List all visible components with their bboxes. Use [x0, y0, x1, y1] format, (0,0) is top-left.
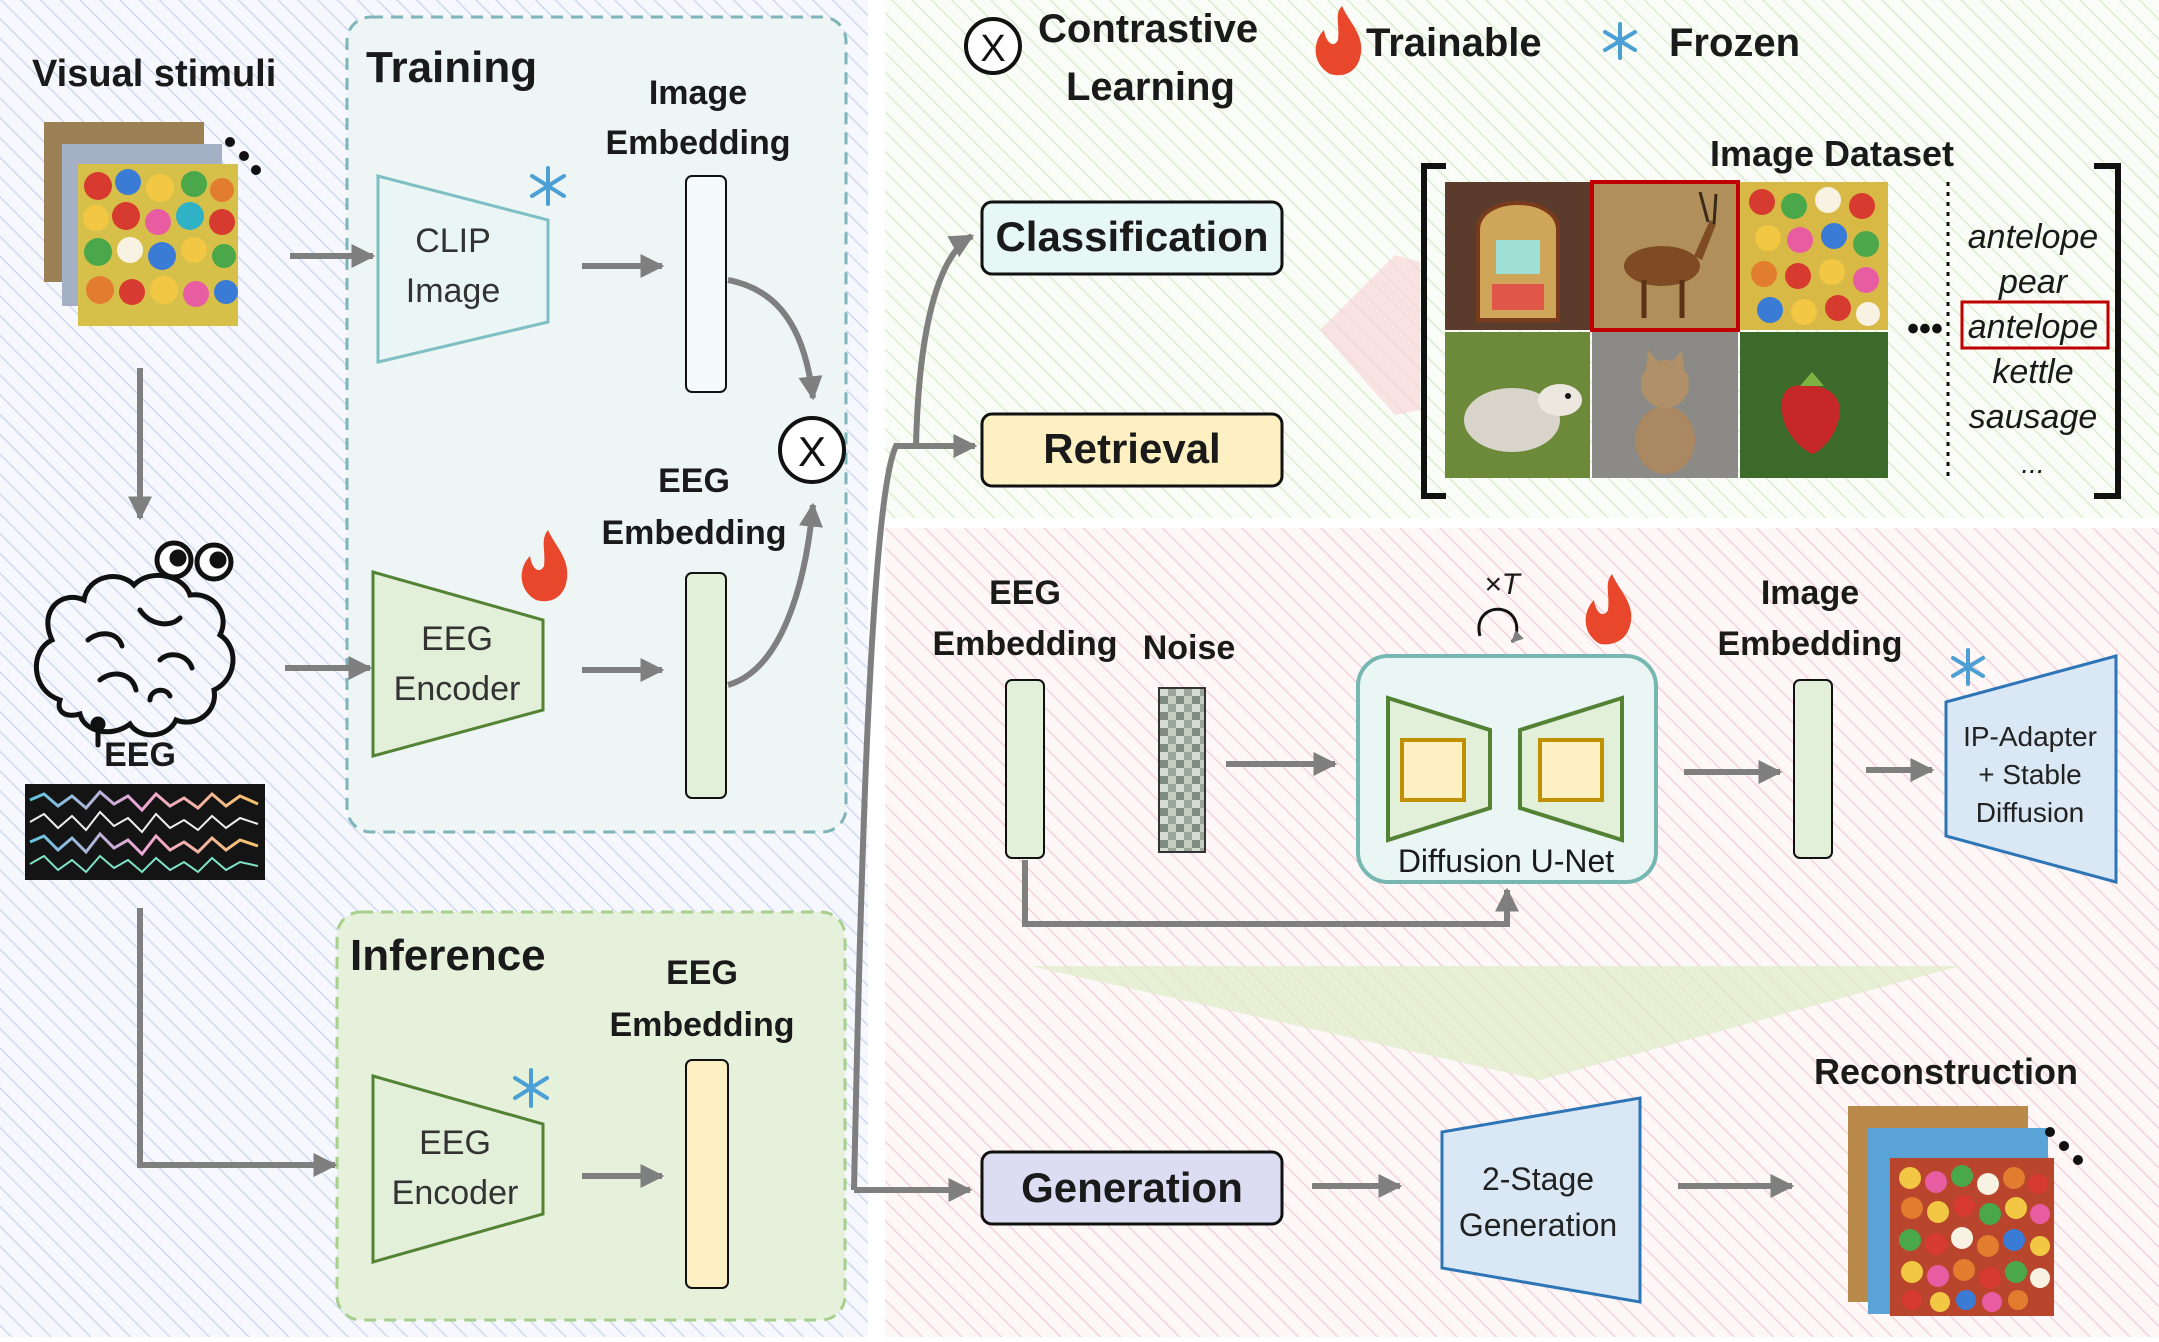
- image-embedding-label-line1: Image: [649, 74, 747, 112]
- dataset-label: ...: [2021, 448, 2044, 479]
- left-arrows: [128, 244, 376, 1177]
- loop-icon: [1477, 607, 1524, 644]
- brain-eyes-icon: [34, 540, 236, 748]
- eeg-encoder-inference-line1: EEG: [419, 1124, 491, 1162]
- two-stage-generation-block: [1440, 1096, 1642, 1304]
- dataset-label-list: antelope pear antelope kettle sausage...: [1960, 218, 2110, 479]
- gen-image-embedding-line2: Embedding: [1717, 625, 1902, 663]
- reconstruction-image-stack: [1848, 1106, 2083, 1316]
- snowflake-icon: [513, 1068, 549, 1108]
- eeg-embedding-training-vector: [685, 572, 727, 799]
- eeg-embedding-inference-label-line1: EEG: [666, 954, 738, 992]
- legend-contrastive-line1: Contrastive: [1038, 7, 1258, 51]
- ip-adapter-stable-diffusion: [1944, 654, 2118, 884]
- two-stage-line1: 2-Stage: [1482, 1161, 1594, 1197]
- ip-adapter-line1: IP-Adapter: [1963, 721, 2097, 752]
- classification-box: [980, 200, 1284, 276]
- fire-icon: [1585, 574, 1632, 645]
- gen-image-embedding-vector: [1793, 679, 1833, 859]
- dataset-label: antelope: [1968, 218, 2098, 256]
- retrieval-beam: [1320, 255, 1420, 415]
- inference-title: Inference: [350, 931, 546, 980]
- noise-vector: [1158, 687, 1206, 853]
- eeg-encoder-training: [371, 570, 545, 758]
- gen-image-embedding-line1: Image: [1761, 574, 1859, 612]
- fire-icon: [521, 530, 568, 602]
- ip-adapter-line2: + Stable: [1978, 759, 2082, 790]
- dataset-label: antelope: [1968, 308, 2098, 346]
- visual-stimuli-label: Visual stimuli: [32, 53, 276, 95]
- snowflake-icon: [1951, 648, 1985, 686]
- eeg-encoder-inference: [371, 1074, 545, 1264]
- contrastive-node-symbol: X: [798, 428, 826, 475]
- dataset-ellipsis: •••: [1907, 310, 1943, 348]
- image-embedding-label-line2: Embedding: [605, 124, 790, 162]
- eeg-encoder-training-line2: Encoder: [394, 670, 521, 708]
- retrieval-label: Retrieval: [1043, 425, 1220, 472]
- noise-label: Noise: [1143, 629, 1236, 667]
- eeg-embedding-training-label-line1: EEG: [658, 462, 730, 500]
- training-title: Training: [366, 43, 537, 92]
- unet-encoder-core: [1400, 738, 1466, 802]
- eeg-label: EEG: [104, 736, 176, 774]
- classification-label: Classification: [995, 213, 1268, 260]
- ip-adapter-line3: Diffusion: [1976, 797, 2084, 828]
- eeg-embedding-inference-vector: [685, 1059, 729, 1289]
- fire-icon: [1315, 6, 1362, 76]
- dataset-label: kettle: [1992, 353, 2073, 391]
- clip-label-line1: CLIP: [415, 222, 491, 260]
- generation-label: Generation: [1021, 1164, 1243, 1211]
- generation-beam: [1030, 966, 1960, 1080]
- dataset-bracket-right: [2094, 163, 2121, 499]
- eeg-embedding-inference-label-line2: Embedding: [609, 1006, 794, 1044]
- clip-image-encoder: [376, 174, 550, 364]
- legend-contrastive-line2: Learning: [1066, 65, 1235, 109]
- legend-contrastive-x: X: [980, 28, 1005, 70]
- eeg-embedding-training-label-line2: Embedding: [601, 514, 786, 552]
- stimuli-image-stack: [44, 122, 261, 326]
- task-arrows: [851, 233, 978, 1202]
- dataset-label: sausage: [1969, 398, 2098, 436]
- generation-box: [980, 1150, 1284, 1226]
- reconstruction-label: Reconstruction: [1814, 1051, 2078, 1092]
- clip-label-line2: Image: [406, 272, 501, 310]
- snowflake-icon: [530, 166, 566, 206]
- two-stage-line2: Generation: [1459, 1207, 1617, 1243]
- eeg-encoder-inference-line2: Encoder: [392, 1174, 519, 1212]
- legend-trainable: Trainable: [1366, 21, 1542, 65]
- training-arrows: [582, 254, 823, 688]
- unet-decoder-core: [1538, 738, 1604, 802]
- gen-eeg-embedding-line2: Embedding: [932, 625, 1117, 663]
- dataset-bracket-left: [1421, 163, 1446, 499]
- retrieval-box: [980, 412, 1284, 488]
- legend-frozen: Frozen: [1669, 21, 1800, 65]
- gen-eeg-embedding-line1: EEG: [989, 574, 1061, 612]
- contrastive-learning-node: X: [778, 416, 846, 484]
- image-embedding-vector: [685, 175, 727, 393]
- image-dataset-title: Image Dataset: [1710, 133, 1954, 174]
- snowflake-icon: [1603, 22, 1637, 60]
- unet-label: Diffusion U-Net: [1398, 843, 1614, 879]
- dataset-label: pear: [1998, 263, 2069, 301]
- eeg-encoder-training-line1: EEG: [421, 620, 493, 658]
- legend-contrastive-symbol: [964, 17, 1022, 75]
- legend: X Contrastive Learning Trainable Frozen: [964, 7, 1800, 109]
- eeg-signal-strip: [25, 784, 265, 880]
- eeg-to-unet-arrow: [1022, 860, 1519, 927]
- jellybean-photo: [83, 169, 238, 307]
- times-t-label: ×T: [1484, 568, 1523, 601]
- dataset-label-highlight: [1960, 300, 2110, 350]
- dataset-thumbnail-grid: [1445, 180, 1888, 478]
- gen-eeg-embedding-vector: [1005, 679, 1045, 859]
